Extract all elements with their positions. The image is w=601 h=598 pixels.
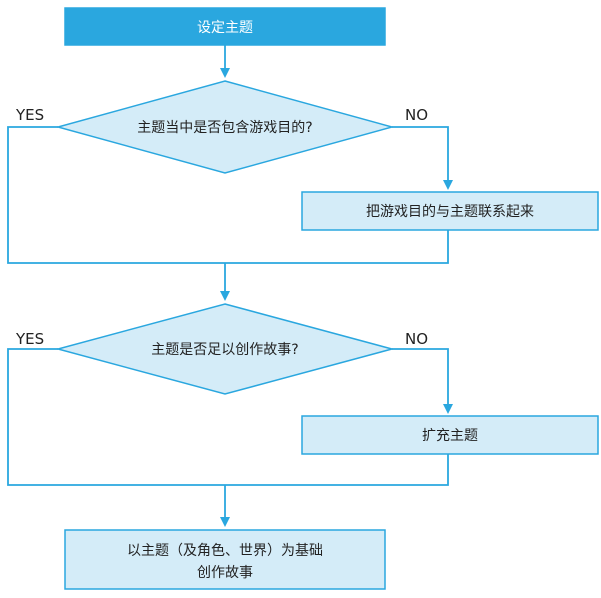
decision-2-yes-label: YES — [15, 330, 44, 348]
decision-2 — [55, 303, 395, 395]
no-path-1 — [392, 126, 453, 190]
yes-path-1 — [7, 126, 225, 264]
action-box-2-label: 扩充主题 — [422, 428, 478, 444]
return-path-1 — [225, 230, 449, 264]
decision-1-no-label: NO — [405, 106, 428, 124]
decision-2-no-label: NO — [405, 330, 428, 348]
decision-1-label: 主题当中是否包含游戏目的? — [137, 120, 312, 136]
end-box — [64, 529, 386, 590]
no-path-2 — [392, 348, 453, 414]
return-path-2 — [225, 454, 449, 486]
action-box-1-label: 把游戏目的与主题联系起来 — [366, 204, 534, 220]
start-label: 设定主题 — [197, 20, 253, 36]
end-label-line-1: 以主题（及角色、世界）为基础 — [127, 542, 323, 559]
decision-1 — [55, 80, 395, 174]
action-box-2 — [301, 415, 599, 455]
action-box-1 — [301, 191, 599, 231]
yes-path-2 — [7, 348, 225, 486]
decision-1-yes-label: YES — [15, 106, 44, 124]
start-box — [64, 7, 386, 46]
decision-2-label: 主题是否足以创作故事? — [151, 342, 298, 358]
end-label-line-2: 创作故事 — [197, 565, 253, 581]
